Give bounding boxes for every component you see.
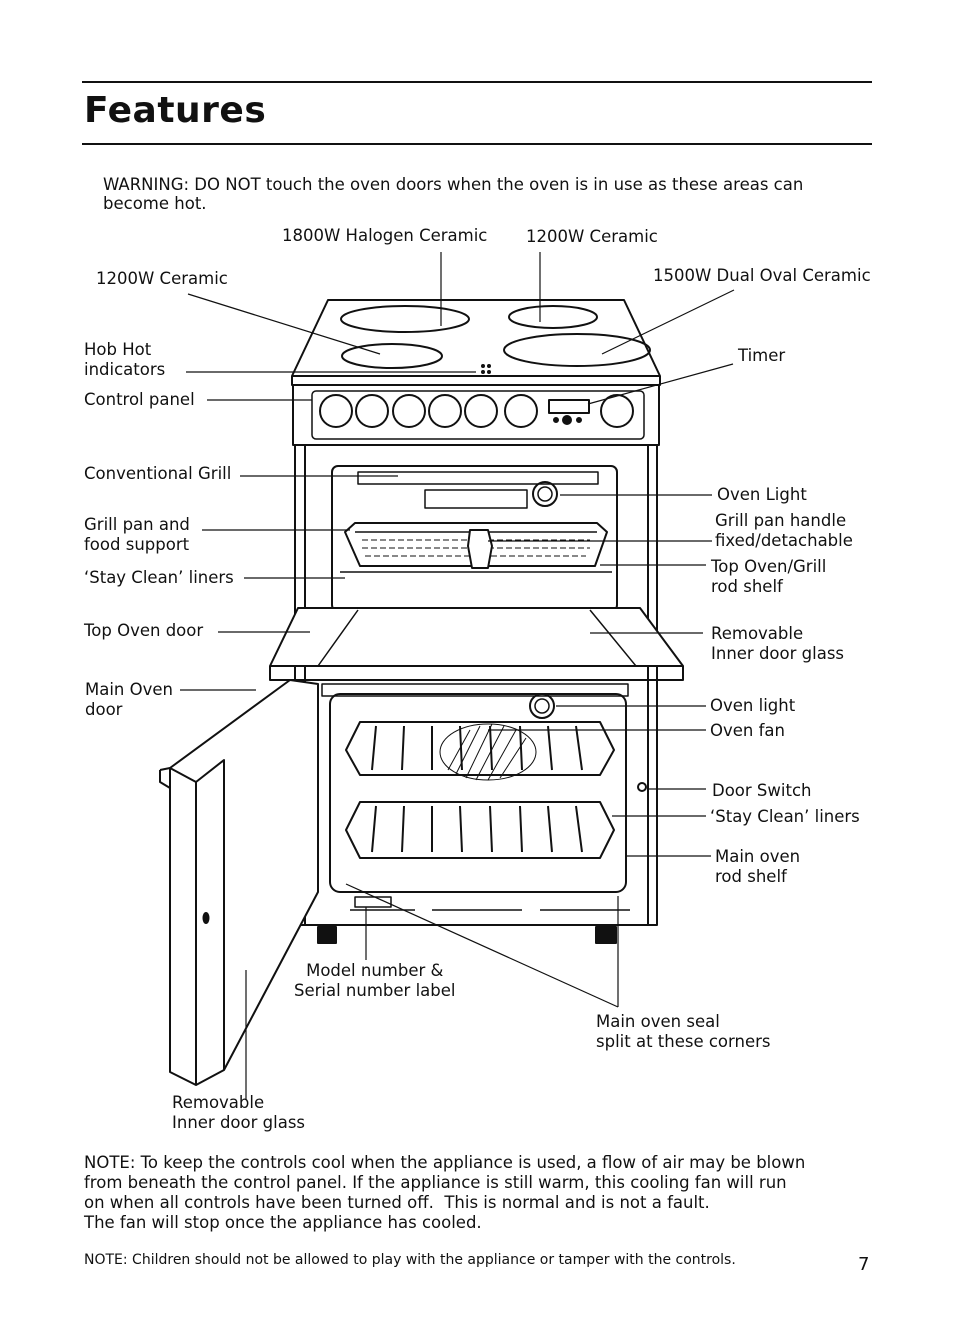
label-conventional-grill: Conventional Grill — [84, 464, 232, 483]
label-door-switch: Door Switch — [712, 781, 812, 800]
label-removable-glass-bottom: Removable Inner door glass — [172, 1093, 306, 1132]
hob-zone-rear-left — [340, 305, 470, 333]
top-oven-light — [532, 481, 558, 507]
main-oven-shelf-lower — [345, 801, 615, 859]
top-rule — [82, 81, 872, 83]
hob-trim — [291, 376, 661, 386]
door-switch — [637, 782, 647, 792]
grill-pan-handle — [467, 529, 493, 569]
label-top-oven-shelf: Top Oven/Grill rod shelf — [711, 557, 827, 596]
label-hob-hot-indicators: Hob Hot indicators — [84, 340, 166, 379]
label-oven-light-top: Oven Light — [717, 485, 807, 504]
label-ceramic-1200-right: 1200W Ceramic — [526, 227, 658, 246]
label-stay-clean-main: ‘Stay Clean’ liners — [710, 807, 860, 826]
main-oven-door — [169, 679, 319, 1086]
label-oven-fan: Oven fan — [710, 721, 785, 740]
title-underline — [82, 143, 872, 145]
main-oven-cavity — [329, 693, 627, 893]
oven-fan — [439, 723, 537, 781]
label-main-oven-seal: Main oven seal split at these corners — [596, 1012, 771, 1051]
label-ceramic-1200-left: 1200W Ceramic — [96, 269, 228, 288]
hob-surface — [291, 299, 661, 377]
warning-text: WARNING: DO NOT touch the oven doors whe… — [103, 175, 804, 213]
top-oven-door — [269, 607, 684, 667]
label-halogen-1800: 1800W Halogen Ceramic — [282, 226, 488, 245]
cabinet-side-right — [300, 445, 658, 926]
label-removable-glass-right: Removable Inner door glass — [711, 624, 845, 663]
hob-zone-front-left — [341, 343, 443, 369]
main-oven-shelf-upper — [345, 721, 615, 776]
main-oven-light — [529, 693, 555, 719]
label-top-oven-door: Top Oven door — [84, 621, 204, 640]
page-title: Features — [84, 90, 267, 131]
hob-zone-rear-right — [508, 305, 598, 329]
hob-zone-front-right — [503, 333, 651, 367]
label-model-serial: Model number & Serial number label — [294, 961, 456, 1000]
label-grill-pan-support: Grill pan and food support — [84, 515, 190, 554]
note-children: NOTE: Children should not be allowed to … — [84, 1252, 736, 1268]
grill-element — [424, 489, 528, 509]
label-timer: Timer — [738, 346, 786, 365]
label-control-panel: Control panel — [84, 390, 195, 409]
timer-display — [548, 399, 590, 414]
rating-label — [354, 896, 392, 908]
label-oven-light-main: Oven light — [710, 696, 796, 715]
label-main-oven-door: Main Oven door — [85, 680, 173, 719]
label-dual-oval-1500: 1500W Dual Oval Ceramic — [653, 266, 871, 285]
label-stay-clean-top: ‘Stay Clean’ liners — [84, 568, 234, 587]
page-number: 7 — [858, 1254, 870, 1275]
note-cooling-fan: NOTE: To keep the controls cool when the… — [84, 1153, 806, 1232]
control-panel-body — [292, 384, 660, 446]
label-grill-pan-handle: Grill pan handle fixed/detachable — [715, 511, 853, 550]
label-main-oven-shelf: Main oven rod shelf — [715, 847, 801, 886]
